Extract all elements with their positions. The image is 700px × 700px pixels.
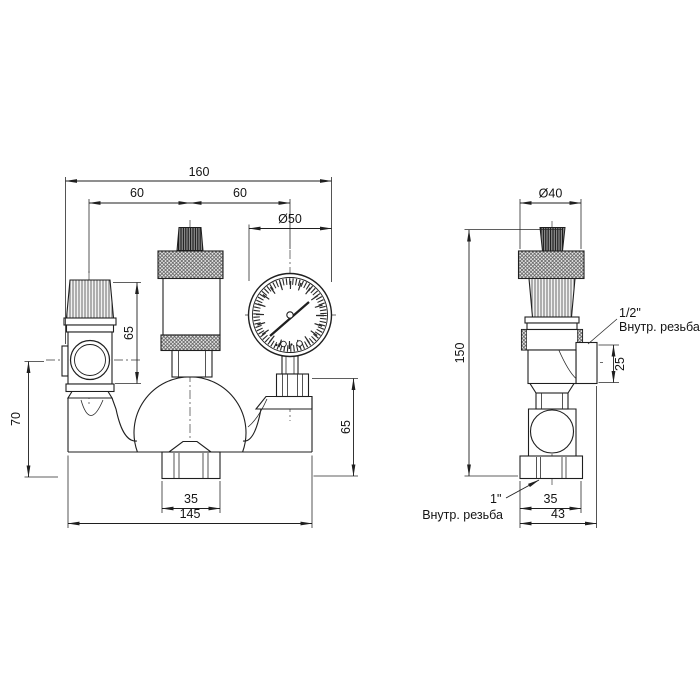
gauge-union-nut xyxy=(275,373,310,398)
front-view-dimensions: 160 60 60 Ø50 65 70 65 35 xyxy=(9,165,358,528)
label-side-outlet-size: 1/2" xyxy=(619,306,641,320)
dim-nut-width-side: 35 xyxy=(544,492,558,506)
valve-ribbed-cone xyxy=(528,277,576,318)
dim-spacing-right: 60 xyxy=(233,186,247,200)
side-outlet xyxy=(575,341,598,385)
label-side-outlet-thread: Внутр. резьба xyxy=(619,320,700,334)
dim-depth: 43 xyxy=(551,507,565,521)
dim-body-length: 145 xyxy=(180,507,201,521)
valve-knurled-band xyxy=(517,250,585,280)
dim-valve-height: 65 xyxy=(122,326,136,340)
side-view: Ø40 150 25 35 43 1/2" Внутр. резьба 1" В… xyxy=(422,187,700,528)
bottom-nut-side xyxy=(519,455,584,480)
dim-gauge-height: 65 xyxy=(339,420,353,434)
ball-element xyxy=(529,409,575,454)
front-view: 160 60 60 Ø50 65 70 65 35 xyxy=(9,165,358,528)
safety-valve-side xyxy=(517,227,598,480)
dim-nut-width-front: 35 xyxy=(184,492,198,506)
dim-gauge-diameter: Ø50 xyxy=(278,212,302,226)
label-bottom-thread: Внутр. резьба xyxy=(422,508,503,522)
air-vent-body xyxy=(162,277,221,336)
gauge-screw-left xyxy=(280,340,287,348)
valve-hex-section xyxy=(520,328,584,351)
dim-cap-diameter: Ø40 xyxy=(539,187,563,201)
dim-spacing-left: 60 xyxy=(130,186,144,200)
gauge-screw-right xyxy=(296,340,303,347)
side-view-dimensions: Ø40 150 25 35 43 1/2" Внутр. резьба 1" В… xyxy=(422,187,700,528)
valve-ribbed-cap xyxy=(65,279,115,319)
valve-knob xyxy=(539,227,566,252)
label-bottom-size: 1" xyxy=(490,492,501,506)
dim-total-width: 160 xyxy=(189,165,210,179)
air-vent-knob xyxy=(176,227,204,251)
dim-left-height: 70 xyxy=(9,412,23,426)
gauge-boss xyxy=(254,395,313,410)
air-vent-lower-band xyxy=(160,334,221,352)
air-vent-knurled-band xyxy=(157,250,224,280)
bottom-nut-front xyxy=(161,440,221,480)
valve-outlet-bore xyxy=(69,339,111,381)
air-vent xyxy=(157,227,224,378)
safety-valve-front xyxy=(61,279,117,399)
valve-side-port xyxy=(61,345,69,377)
gauge-needle xyxy=(269,301,310,337)
ball-housing xyxy=(527,408,577,456)
pressure-gauge xyxy=(247,272,333,398)
dim-total-height: 150 xyxy=(453,343,467,364)
dim-outlet-height: 25 xyxy=(613,357,627,371)
